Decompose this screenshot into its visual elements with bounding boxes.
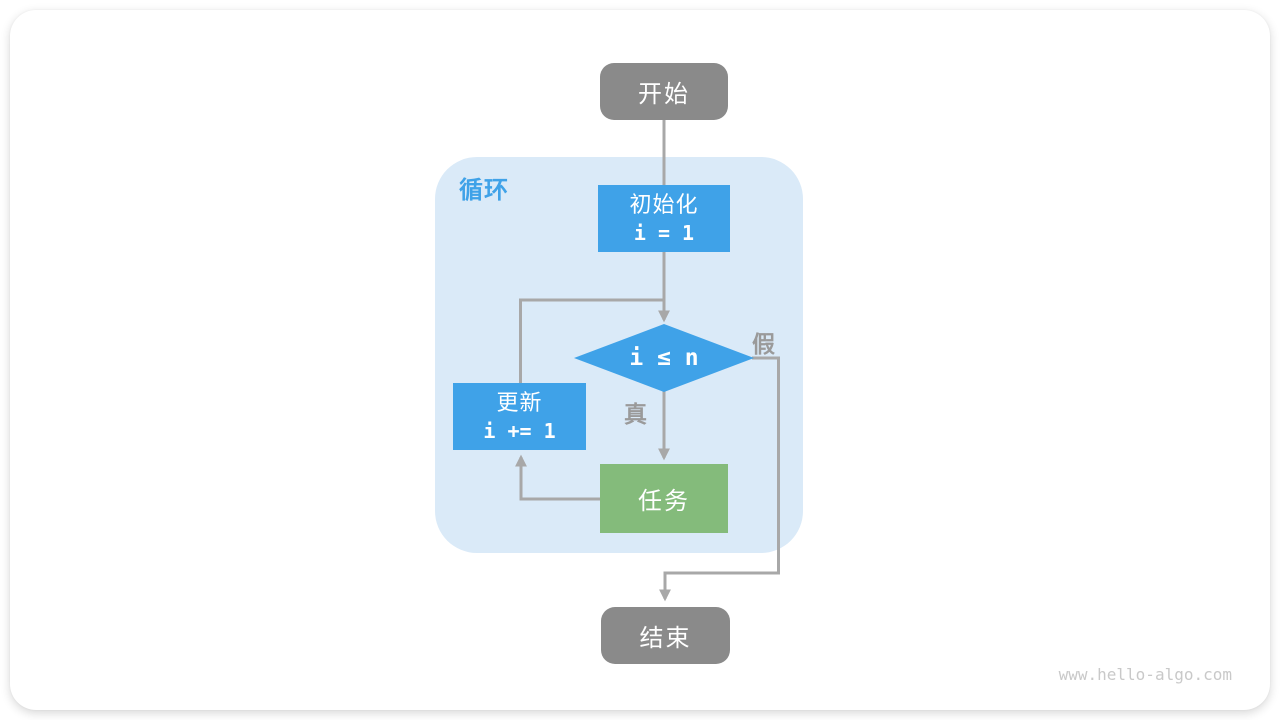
update-node: 更新 i += 1: [453, 383, 586, 450]
loop-scope-label: 循环: [459, 177, 509, 204]
edge-update-feedback: [519, 298, 664, 384]
update-node-title: 更新: [496, 389, 543, 415]
init-node-code: i = 1: [633, 220, 695, 245]
task-node: 任务: [600, 464, 728, 533]
init-node: 初始化 i = 1: [598, 185, 730, 252]
flow-connectors: [515, 120, 780, 602]
update-node-code: i += 1: [483, 418, 556, 443]
branch-true-label: 真: [624, 401, 647, 427]
end-node-label: 结束: [639, 625, 692, 652]
edge-task-to-update: [515, 454, 600, 501]
start-node: 开始: [600, 63, 728, 120]
condition-node-code: i ≤ n: [629, 345, 699, 371]
flowchart-card: 循环 开始 初始化 i = 1 i ≤ n: [10, 10, 1270, 710]
branch-false-label: 假: [752, 331, 775, 357]
end-node: 结束: [601, 607, 730, 664]
task-node-label: 任务: [638, 488, 690, 515]
edge-false-to-end: [659, 356, 780, 602]
start-node-label: 开始: [638, 81, 690, 108]
watermark-text: www.hello-algo.com: [1058, 665, 1232, 684]
init-node-title: 初始化: [629, 191, 699, 217]
